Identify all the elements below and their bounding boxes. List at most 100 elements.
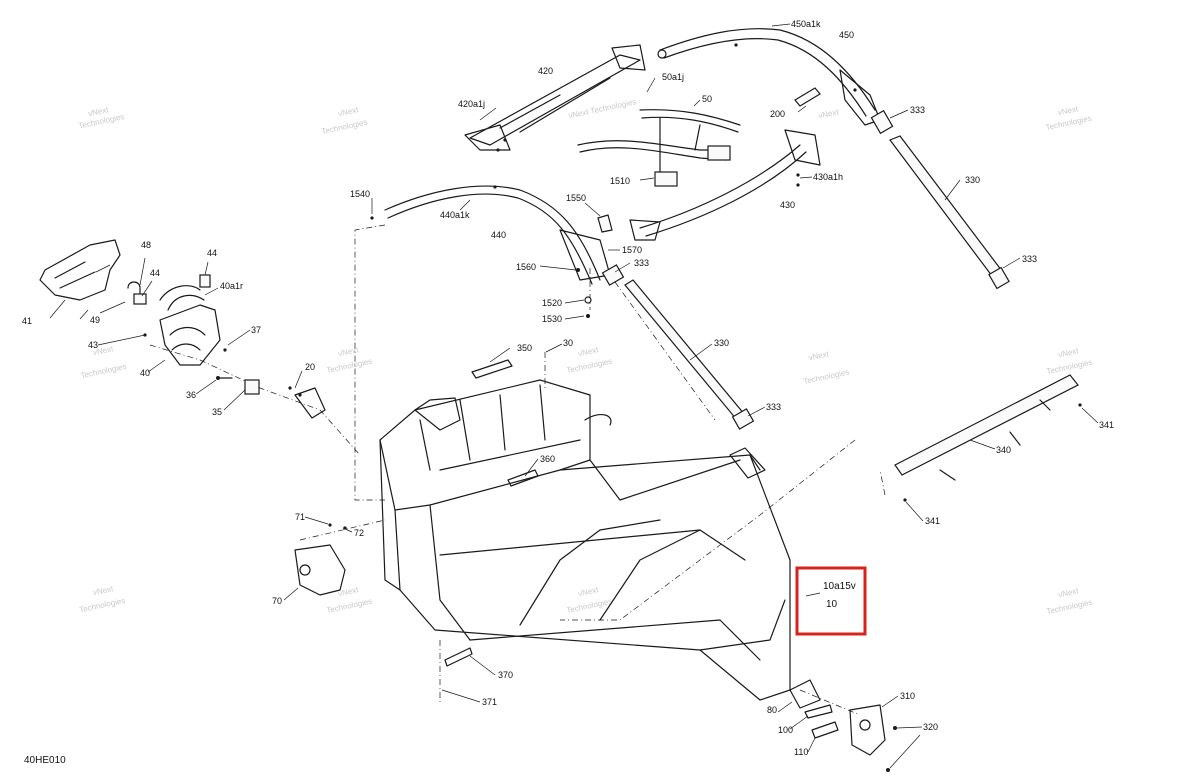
label-100: 100 [778,725,793,735]
watermark: vNext [577,345,600,358]
part-350-slot [471,359,513,379]
watermark: vNext [808,349,831,362]
part-310-mount [849,704,886,756]
assembly-lines [149,224,886,716]
label-320: 320 [923,722,938,732]
part-330-tube-lower [601,264,755,430]
label-1560: 1560 [516,262,536,272]
watermark: vNext [337,345,360,358]
label-37: 37 [251,325,261,335]
label-310: 310 [900,691,915,701]
label-333-a: 333 [910,105,925,115]
part-330-tube-upper [870,109,1010,290]
label-110: 110 [794,747,808,757]
part-110-bracket [811,721,839,739]
label-340: 340 [996,445,1011,455]
label-35: 35 [212,407,222,417]
label-420: 420 [538,66,553,76]
part-320-bolts [886,726,897,772]
label-330-b: 330 [714,338,729,348]
label-70: 70 [272,596,282,606]
watermark: vNext [577,585,600,598]
callout-labels: 450a1k 450 420 50a1j 420a1j 50 200 333 1… [22,19,1114,757]
label-44-a: 44 [207,248,217,258]
label-1520: 1520 [542,298,562,308]
label-333-d: 333 [766,402,781,412]
watermark: vNext [92,584,115,597]
label-1530: 1530 [542,314,562,324]
label-10a15v: 10a15v [823,581,856,592]
part-36-bolt [216,376,233,380]
label-430: 430 [780,200,795,210]
label-370: 370 [498,670,513,680]
watermark: Technologies [803,368,851,387]
label-350: 350 [517,343,532,353]
part-430-cage-bar [629,129,821,241]
label-40: 40 [140,368,150,378]
label-10: 10 [826,599,838,610]
label-200: 200 [770,109,785,119]
label-40a1r: 40a1r [220,281,243,291]
label-330-a: 330 [965,175,980,185]
watermark: Technologies [321,118,369,137]
watermark: vNext [337,105,360,118]
label-41: 41 [22,316,32,326]
label-1510: 1510 [610,176,630,186]
label-72: 72 [354,528,364,538]
label-450: 450 [839,30,854,40]
label-360: 360 [540,454,555,464]
part-420-cage-bar [464,44,646,152]
watermark: Technologies [326,597,374,616]
label-1550: 1550 [566,193,586,203]
part-450-cage-bar [657,28,881,126]
label-333-c: 333 [1022,254,1037,264]
watermark: vNext [1057,104,1080,117]
label-80: 80 [767,705,777,715]
label-371: 371 [482,697,497,707]
part-48-clip [127,281,141,295]
part-40-bracket [143,304,227,366]
part-20-bracket [288,386,326,419]
watermark: Technologies [1046,358,1094,377]
watermark: vNext [337,585,360,598]
label-30: 30 [563,338,573,348]
hardware-1560-1520-1530 [576,268,592,318]
label-440: 440 [491,230,506,240]
part-440-cage-bar [370,185,613,285]
label-48: 48 [141,240,151,250]
part-80-bracket [789,679,821,709]
label-450a1k: 450a1k [791,19,821,29]
label-1540: 1540 [350,189,370,199]
highlight-box [795,566,867,636]
watermark: Technologies [566,357,614,376]
watermark: vNext [1057,586,1080,599]
label-333-b: 333 [634,258,649,268]
label-420a1j: 420a1j [458,99,485,109]
label-43: 43 [88,340,98,350]
label-1570: 1570 [622,245,642,255]
watermark: Technologies [78,596,126,615]
part-50-cross-brace [577,109,741,187]
part-100-bracket [804,704,833,719]
part-360-slot [507,469,539,487]
label-50a1j: 50a1j [662,72,684,82]
part-35-bushing [244,379,260,395]
part-49-hose [159,285,205,311]
label-341-b: 341 [925,516,940,526]
watermark: Technologies [326,357,374,376]
part-200-tube [794,87,821,107]
label-440a1k: 440a1k [440,210,470,220]
label-20: 20 [305,362,315,372]
watermark: Technologies [80,362,128,381]
watermark: vNext [818,107,841,120]
leader-lines [49,23,1099,769]
diagram-id: 40HE010 [24,755,66,766]
watermark: vNext [87,105,110,118]
watermark: vNext Technologies [568,97,638,120]
watermark: vNext [1057,346,1080,359]
label-50: 50 [702,94,712,104]
watermark: Technologies [1046,598,1094,617]
watermark: vNext [92,344,115,357]
label-71: 71 [295,512,305,522]
